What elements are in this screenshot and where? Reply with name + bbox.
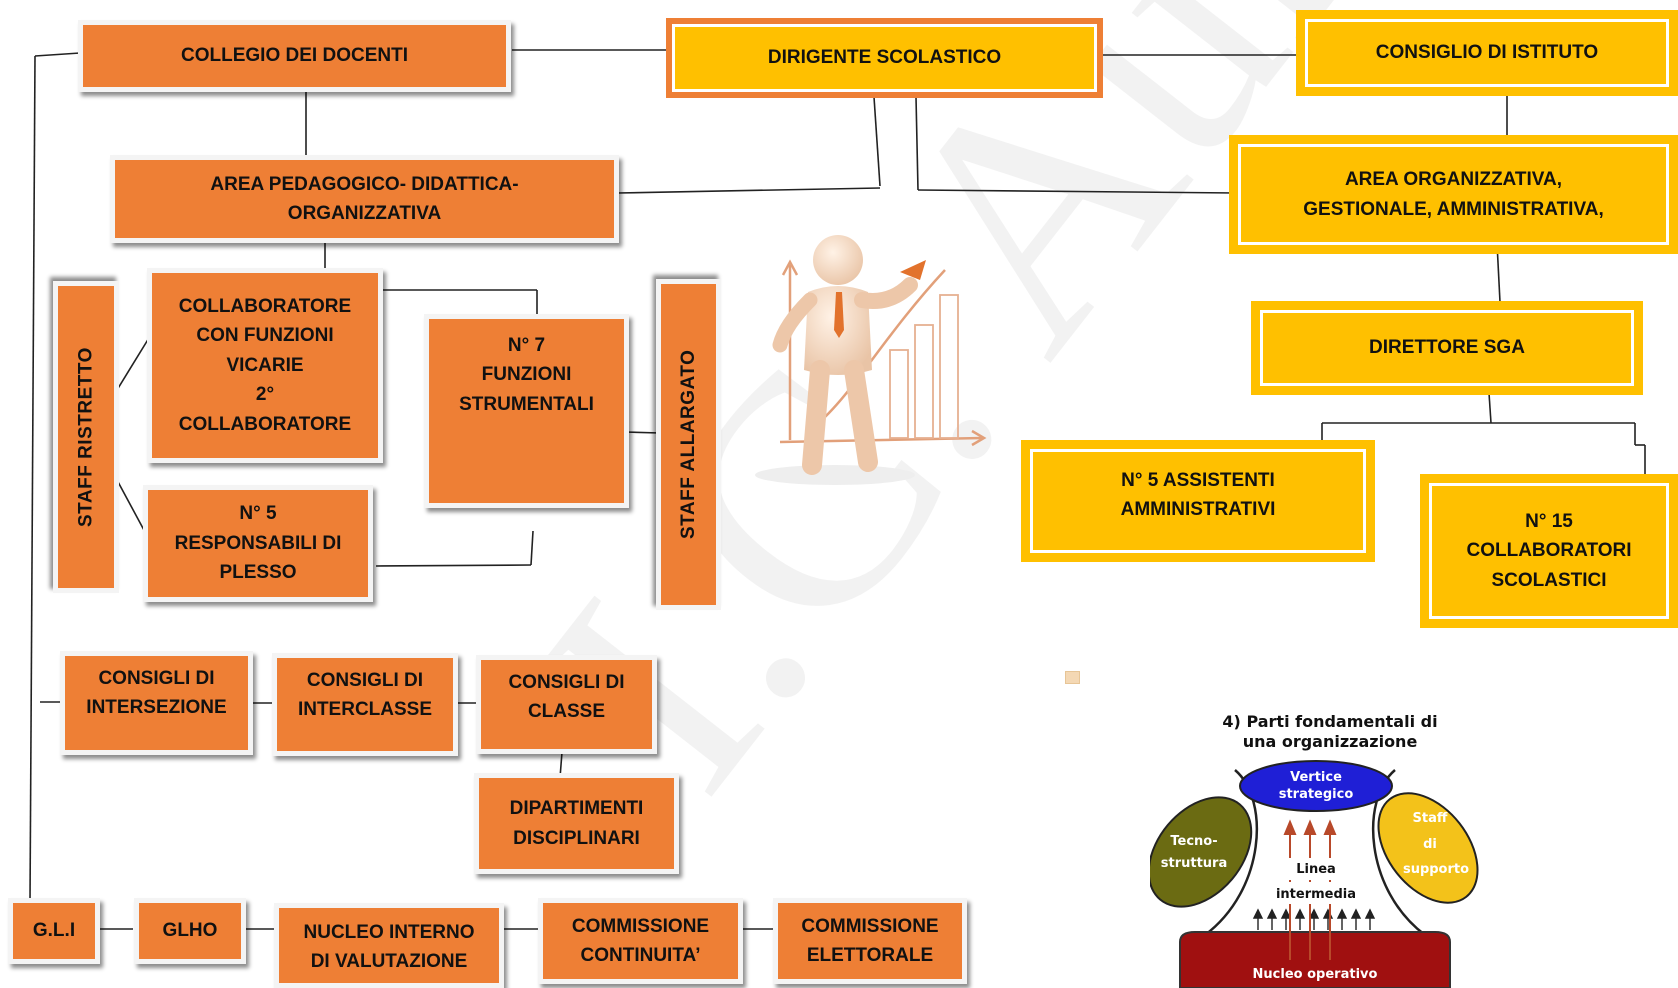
node-dirigente: DIRIGENTE SCOLASTICO <box>666 18 1103 98</box>
struttura-label: struttura <box>1161 856 1228 871</box>
tecno-label: Tecno- <box>1170 834 1217 849</box>
intermedia-label: intermedia <box>1276 887 1356 902</box>
node-label: N° 5 <box>239 503 277 525</box>
node-collaboratori-scolastici: N° 15 COLLABORATORI SCOLASTICI <box>1420 474 1678 628</box>
node-label: CONSIGLI DI <box>98 668 215 689</box>
node-area-organizzativa: AREA ORGANIZZATIVA, GESTIONALE, AMMINIST… <box>1229 135 1678 254</box>
node-label: FUNZIONI <box>481 364 572 386</box>
node-label: DISCIPLINARI <box>513 827 640 849</box>
node-label: GLHO <box>162 920 218 942</box>
org-figure-title-line: 4) Parti fondamentali di <box>1222 712 1438 731</box>
strategico-label: strategico <box>1279 787 1354 802</box>
vertice-label: Vertice <box>1290 770 1342 785</box>
node-assistenti: N° 5 ASSISTENTI AMMINISTRATIVI <box>1021 440 1375 562</box>
node-label: NUCLEO INTERNO <box>303 922 475 943</box>
node-label: COMMISSIONE <box>571 915 710 937</box>
node-label: DIPARTIMENTI <box>509 798 644 820</box>
node-label: PLESSO <box>219 562 297 584</box>
node-label: CONSIGLI DI <box>508 672 625 693</box>
node-label: DIRETTORE SGA <box>1369 337 1525 359</box>
node-label: AREA PEDAGOGICO- DIDATTICA- <box>210 173 519 195</box>
nucleo-operativo-label: Nucleo operativo <box>1253 967 1378 982</box>
node-label: AREA ORGANIZZATIVA, <box>1344 169 1563 191</box>
node-label: N° 5 ASSISTENTI <box>1121 470 1275 491</box>
node-label: STRUMENTALI <box>459 393 594 415</box>
node-direttore-sga: DIRETTORE SGA <box>1251 301 1643 395</box>
node-label: CONTINUITA’ <box>580 945 701 966</box>
node-label: VICARIE <box>226 354 304 376</box>
node-label: CONSIGLI DI <box>306 670 424 691</box>
node-label: COLLABORATORE <box>178 413 352 435</box>
org-figure-title-line: una organizzazione <box>1242 732 1418 751</box>
node-label: G.L.I <box>32 920 76 942</box>
node-label: RESPONSABILI DI <box>174 532 342 554</box>
node-label: AMMINISTRATIVI <box>1120 499 1276 521</box>
node-label: GESTIONALE, AMMINISTRATIVA, <box>1303 198 1604 220</box>
node-consigli-intersezione: CONSIGLI DI INTERSEZIONE <box>60 651 253 755</box>
node-commissione-elettorale: COMMISSIONE ELETTORALE <box>773 898 967 984</box>
node-collegio-docenti: COLLEGIO DEI DOCENTI <box>78 20 511 92</box>
linea-label: Linea <box>1296 862 1336 877</box>
node-collaboratore: COLLABORATORE CON FUNZIONI VICARIE 2° CO… <box>147 268 383 463</box>
node-label: N° 15 <box>1525 510 1573 532</box>
org-figure-title: 4) Parti fondamentali di una organizzazi… <box>1180 712 1480 752</box>
di-label: di <box>1423 837 1437 852</box>
node-gli: G.L.I <box>8 898 100 964</box>
node-label: ELETTORALE <box>806 945 934 966</box>
node-staff-allargato: STAFF ALLARGATO <box>656 279 721 610</box>
node-staff-ristretto: STAFF RISTRETTO <box>53 281 119 593</box>
node-consigli-interclasse: CONSIGLI DI INTERCLASSE <box>272 653 458 756</box>
node-dipartimenti: DIPARTIMENTI DISCIPLINARI <box>474 773 679 874</box>
node-label: SCOLASTICI <box>1491 569 1607 591</box>
node-label: DIRIGENTE SCOLASTICO <box>767 47 1002 69</box>
node-label: INTERSEZIONE <box>86 697 227 719</box>
node-label: CLASSE <box>527 701 606 723</box>
node-label: ORGANIZZATIVA <box>287 203 442 224</box>
node-commissione-continuita: COMMISSIONE CONTINUITA’ <box>538 898 743 984</box>
node-label: COMMISSIONE <box>801 915 939 937</box>
organization-parts-diagram: Nucleo operativo Linea intermedia Vertic… <box>1150 760 1479 988</box>
node-area-pedagogico: AREA PEDAGOGICO- DIDATTICA- ORGANIZZATIV… <box>110 155 619 243</box>
node-glho: GLHO <box>134 898 246 964</box>
node-label: CONSIGLIO DI ISTITUTO <box>1375 42 1599 64</box>
node-nucleo-valutazione: NUCLEO INTERNO DI VALUTAZIONE <box>274 903 504 988</box>
node-label: DI VALUTAZIONE <box>310 951 468 973</box>
presenter-chart-illustration <box>755 235 987 485</box>
node-label: N° 7 <box>507 335 546 356</box>
node-label: STAFF ALLARGATO <box>677 349 699 540</box>
node-consigli-classe: CONSIGLI DI CLASSE <box>476 655 657 754</box>
node-label: CON FUNZIONI <box>196 325 334 347</box>
node-funzioni-strumentali: N° 7 FUNZIONI STRUMENTALI <box>424 314 629 508</box>
node-label: STAFF RISTRETTO <box>75 347 97 527</box>
node-responsabili-plesso: N° 5 RESPONSABILI DI PLESSO <box>143 485 373 602</box>
staff-label: Staff <box>1413 811 1448 826</box>
node-label: COLLABORATORI <box>1466 540 1632 562</box>
node-label: COLLABORATORE <box>178 295 352 317</box>
supporto-label: supporto <box>1403 862 1469 877</box>
node-label: 2° <box>255 384 275 406</box>
node-label: INTERCLASSE <box>297 699 433 721</box>
node-label: COLLEGIO DEI DOCENTI <box>181 45 408 67</box>
node-consiglio-istituto: CONSIGLIO DI ISTITUTO <box>1296 10 1678 96</box>
small-image-icon <box>1065 671 1080 684</box>
